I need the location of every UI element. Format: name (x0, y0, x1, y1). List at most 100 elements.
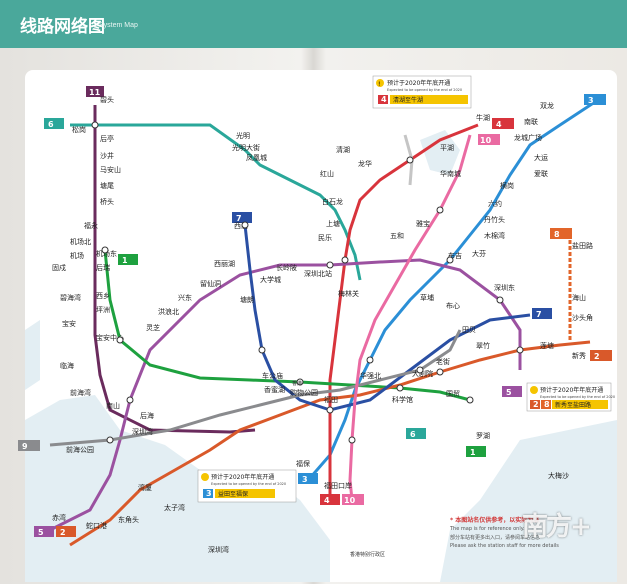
station-chegongmiao: 车公庙 (262, 371, 283, 380)
station-baoan: 宝安 (62, 319, 76, 328)
station-nanshan: 南山 (106, 401, 120, 410)
station-kexue: 科学馆 (392, 395, 413, 404)
svg-text:8: 8 (554, 230, 560, 239)
label-dameisha: 大梅沙 (548, 471, 569, 480)
line-8-badge[interactable]: 8 (550, 228, 572, 239)
station-shangtang: 上塘 (326, 219, 340, 228)
label-shenzhenwan-water: 深圳湾 (208, 545, 229, 554)
station-danzhutou: 丹竹头 (484, 215, 505, 224)
station-jichangbei: 机场北 (70, 237, 91, 246)
station-wuhe: 五和 (390, 231, 404, 240)
station-houruei: 后瑞 (96, 263, 110, 272)
station-mumianwan: 木棉湾 (484, 231, 505, 240)
station-minle: 民乐 (318, 233, 332, 242)
station-shopping: 购物公园 (290, 388, 318, 397)
line-10-badge-north[interactable]: 10 (478, 134, 500, 145)
station-daxuecheng: 大学城 (260, 275, 281, 284)
svg-text:6: 6 (48, 120, 54, 129)
svg-text:3: 3 (206, 489, 212, 498)
station-qianhaiwan: 前海湾 (70, 388, 91, 397)
station-pingzhou: 坪洲 (96, 306, 110, 314)
station-xixiang: 西乡 (96, 292, 110, 300)
water-west (25, 320, 40, 390)
station-shajing: 沙井 (100, 151, 114, 160)
notice-bottom-line2: Expected to be opened by the end of 2020 (211, 482, 286, 486)
station-bitou: 碧头 (100, 95, 114, 104)
line-2-badge-east[interactable]: 2 (590, 350, 612, 361)
station-lingzhi: 灵芝 (146, 323, 160, 332)
line-1-badge-west[interactable]: 1 (118, 254, 138, 265)
svg-text:8: 8 (544, 400, 550, 409)
line-9-badge-west[interactable]: 9 (18, 440, 40, 451)
watermark-logo: 南方+ (522, 506, 590, 543)
station-guangmingdajie: 光明大街 (232, 143, 260, 152)
station-qiaotou: 桥头 (100, 197, 114, 206)
station-hongshan: 红山 (320, 169, 334, 178)
station-xiliuhu: 西丽湖 (214, 259, 235, 268)
station-huaqiang: 华强北 (360, 371, 381, 380)
line-2-badge-south[interactable]: 2 (56, 526, 76, 537)
notice-top-line1: 预计于2020年年底开通 (387, 79, 450, 87)
station-cuizhu: 翠竹 (476, 341, 490, 350)
station-caopu: 草埔 (420, 293, 434, 302)
label-hk-territory: 香港特别行政区 (350, 551, 385, 558)
svg-text:5: 5 (38, 528, 44, 537)
station-fukou: 福田口岸 (324, 481, 352, 490)
station-nanlian: 南联 (524, 117, 538, 126)
svg-text:10: 10 (480, 136, 492, 145)
station-jichang: 机场 (70, 251, 84, 260)
station-futianbaoshui: 福保 (296, 459, 310, 468)
svg-text:11: 11 (89, 88, 101, 97)
station-fuyong: 福永 (84, 221, 98, 230)
station-shuanglong: 双龙 (540, 101, 554, 110)
svg-text:4: 4 (324, 496, 330, 505)
line-3-badge-north[interactable]: 3 (584, 94, 606, 105)
station-huanan: 华南城 (440, 169, 461, 178)
label-xianggang: 香港 (292, 380, 302, 387)
svg-text:3: 3 (588, 96, 594, 105)
station-shenzhendong: 深圳东 (494, 283, 515, 292)
station-tangwei: 塘尾 (100, 181, 114, 190)
svg-text:4: 4 (496, 120, 502, 129)
notice-top: ! 预计于2020年年底开通 Expected to be opened by … (373, 76, 471, 108)
station-shekou: 蛇口港 (86, 521, 107, 530)
line-10-badge-south[interactable]: 10 (342, 494, 364, 505)
svg-text:1: 1 (470, 448, 476, 457)
notice-bottom-line1: 预计于2020年年底开通 (211, 473, 274, 481)
station-tanglang: 塘朗 (240, 295, 254, 304)
line-6-badge[interactable]: 6 (44, 118, 64, 129)
station-buxin: 布心 (446, 301, 460, 310)
station-dongjiaotou: 东角头 (118, 515, 139, 524)
reservoir (420, 130, 460, 175)
line-3-badge-south[interactable]: 3 (298, 473, 318, 484)
station-fenghuangcheng: 凤凰城 (246, 154, 267, 162)
line-11-route[interactable] (95, 105, 255, 432)
line-10-route[interactable] (350, 135, 470, 500)
station-liantang: 莲塘 (540, 341, 554, 350)
station-laojie: 老街 (436, 357, 450, 366)
station-baishi: 白石龙 (322, 197, 343, 206)
station-maan: 马安山 (100, 165, 121, 174)
svg-text:7: 7 (536, 310, 542, 319)
station-shatoujiao: 沙头角 (572, 313, 593, 322)
station-shenzhenwan: 深圳湾 (132, 427, 153, 436)
line-7-badge-east[interactable]: 7 (532, 308, 552, 319)
notice-mid-line1: 预计于2020年年底开通 (540, 386, 603, 394)
svg-text:10: 10 (344, 496, 356, 505)
line-5-badge-south[interactable]: 5 (34, 526, 54, 537)
svg-text:3: 3 (302, 475, 308, 484)
line-4-badge-south[interactable]: 4 (320, 494, 340, 505)
station-pingshan: 平湖 (440, 143, 454, 152)
legend-line-4: Please ask the station staff for more de… (450, 543, 610, 549)
line-1-badge-east[interactable]: 1 (466, 446, 486, 457)
station-tianbei: 田贝 (462, 326, 476, 334)
line-4-badge-north[interactable]: 4 (492, 118, 514, 129)
station-linhai: 临海 (60, 361, 74, 370)
station-changlingpi: 长岭陂 (276, 263, 297, 272)
station-longhua: 龙华 (358, 159, 372, 168)
line-6-badge-south[interactable]: 6 (406, 428, 426, 439)
line-5-badge-east[interactable]: 5 (502, 386, 522, 397)
svg-text:2: 2 (60, 528, 66, 537)
notice-bottom-label: 益田至福保 (218, 490, 248, 498)
